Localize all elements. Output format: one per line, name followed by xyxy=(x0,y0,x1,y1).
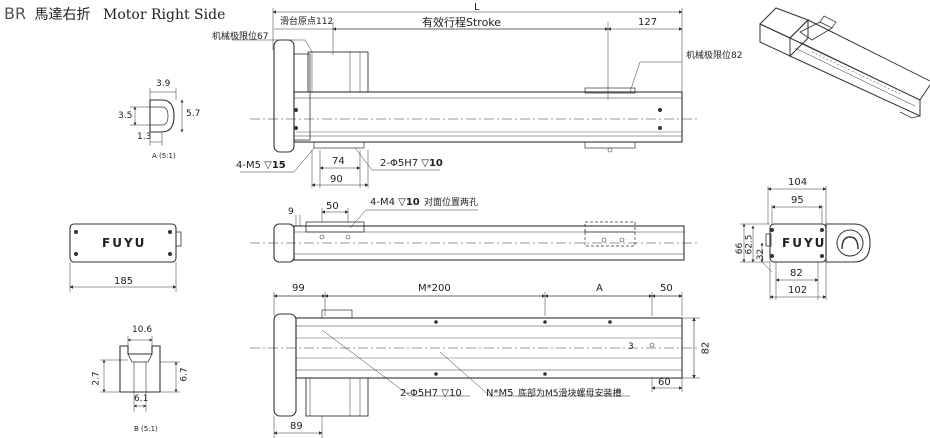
end-view-left xyxy=(69,223,182,292)
bottom-view xyxy=(250,292,700,438)
dim-32: 32 xyxy=(756,248,767,261)
dim-99: 99 xyxy=(292,283,305,294)
dim-L: L xyxy=(474,2,480,13)
side-view xyxy=(250,208,700,263)
dim-89: 89 xyxy=(290,421,303,432)
brand-logo: FUYU xyxy=(102,236,147,250)
model-prefix: BR xyxy=(4,4,27,23)
dim-95: 95 xyxy=(791,195,804,206)
dim-127: 127 xyxy=(638,17,658,28)
dim-m200: M*200 xyxy=(418,283,451,294)
dim-2-7: 2.7 xyxy=(91,371,102,386)
dim-5-7: 5.7 xyxy=(186,109,201,119)
label-opposite-holes: 对面位置两孔 xyxy=(424,198,479,208)
top-view xyxy=(232,8,700,188)
isometric-view xyxy=(759,7,930,119)
dim-50-b: 50 xyxy=(660,283,673,294)
section-b xyxy=(100,336,180,412)
dim-90: 90 xyxy=(330,174,343,185)
dim-limit67: 机械极限位67 xyxy=(212,32,269,42)
title-cn: 馬達右折 xyxy=(34,7,91,23)
title-en: Motor Right Side xyxy=(103,7,226,23)
label-pin-holes-b: 2-Φ5H7 ▽10 xyxy=(400,388,462,399)
dim-3-9: 3.9 xyxy=(156,79,171,89)
dim-limit82: 机械极限位82 xyxy=(686,51,743,61)
label-nut-slot: 底部为M5滑块螺母安装槽 xyxy=(518,389,622,399)
dim-origin: 滑台原点112 xyxy=(280,17,334,27)
section-b-caption: B (5:1) xyxy=(134,425,158,433)
drawing-title: BR 馬達右折 Motor Right Side xyxy=(4,4,225,24)
label-holes-m5: 4-M5 ▽15 xyxy=(236,160,286,171)
label-nm5: N*M5 xyxy=(486,388,514,399)
dim-60: 60 xyxy=(658,377,671,388)
section-a-caption: A (5:1) xyxy=(152,152,176,160)
section-a xyxy=(130,88,184,146)
dim-74: 74 xyxy=(332,156,345,167)
dim-50: 50 xyxy=(326,201,339,212)
brand-logo-2: FUYU xyxy=(782,236,827,250)
dim-3: 3 xyxy=(628,342,634,352)
dim-10-6: 10.6 xyxy=(132,325,153,335)
dim-1-3: 1.3 xyxy=(137,132,152,142)
dim-185: 185 xyxy=(114,276,134,287)
dim-a: A xyxy=(596,283,603,294)
end-view-right xyxy=(740,186,871,300)
dim-62-5: 62.5 xyxy=(744,234,755,255)
dim-6-1: 6.1 xyxy=(134,394,149,404)
dim-104: 104 xyxy=(788,177,808,188)
dim-102: 102 xyxy=(788,285,808,296)
dim-6-7: 6.7 xyxy=(179,367,190,382)
label-holes-m4: 4-M4 ▽10 xyxy=(370,197,420,208)
dim-82: 82 xyxy=(790,268,803,279)
label-pin-holes: 2-Φ5H7 ▽10 xyxy=(380,158,443,169)
dim-3-5: 3.5 xyxy=(118,111,133,121)
dim-82-b: 82 xyxy=(700,341,712,355)
dim-stroke: 有效行程Stroke xyxy=(422,16,502,29)
dim-9: 9 xyxy=(288,207,294,217)
